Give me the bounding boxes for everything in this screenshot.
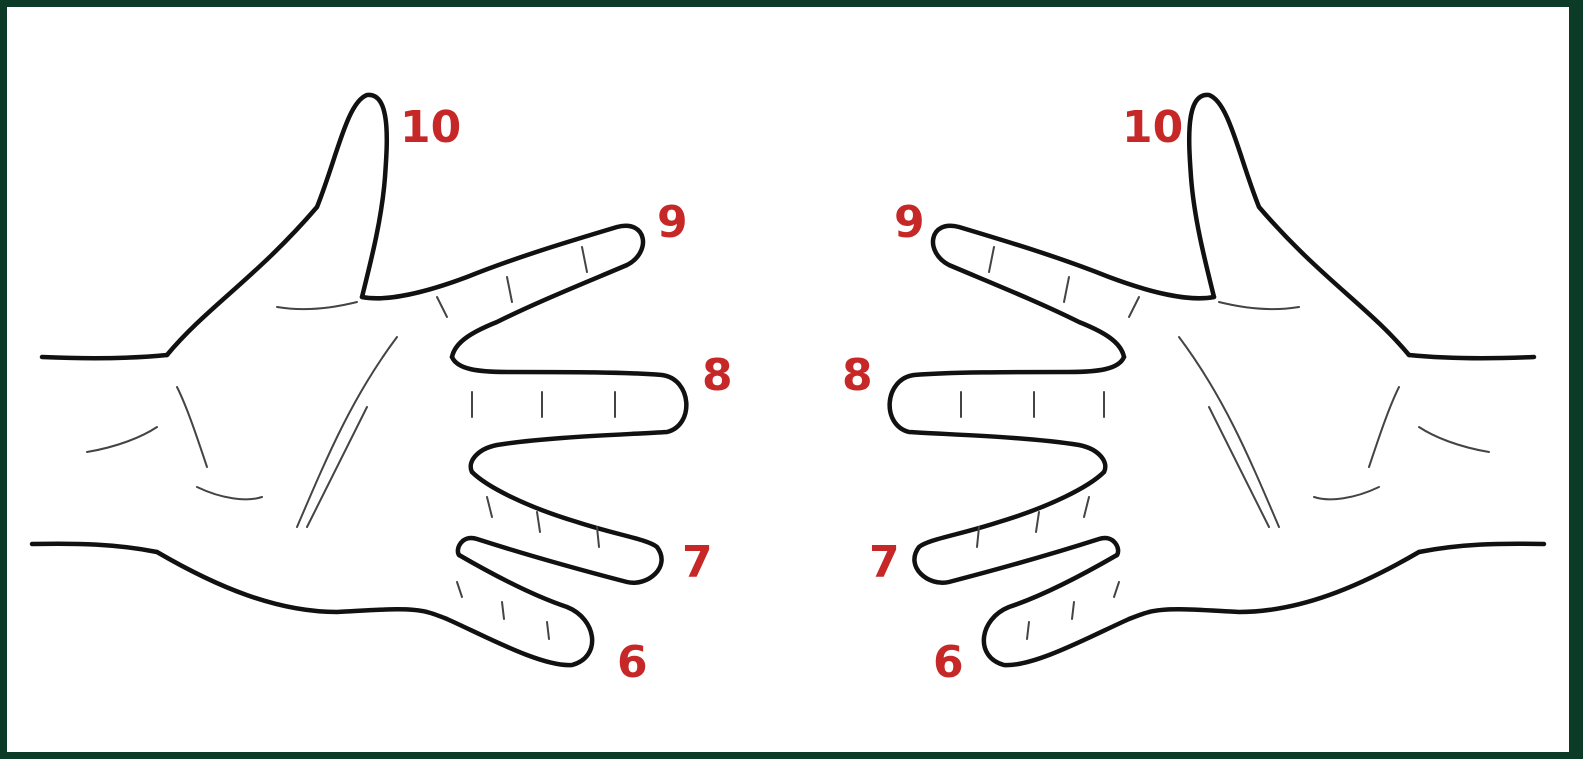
diagram-canvas: 10 9 8 7 6 10 9 8 7 6 xyxy=(7,7,1569,752)
right-label-7: 7 xyxy=(869,537,900,588)
right-label-10: 10 xyxy=(1122,102,1183,153)
right-label-8: 8 xyxy=(842,350,873,401)
right-label-9: 9 xyxy=(894,197,925,248)
left-label-10: 10 xyxy=(400,102,461,153)
left-label-7: 7 xyxy=(682,537,713,588)
hands-diagram: 10 9 8 7 6 10 9 8 7 6 xyxy=(7,7,1569,752)
right-label-6: 6 xyxy=(933,637,964,688)
right-hand: 10 9 8 7 6 xyxy=(842,95,1544,688)
left-hand: 10 9 8 7 6 xyxy=(32,95,733,688)
left-label-9: 9 xyxy=(657,197,688,248)
left-label-6: 6 xyxy=(617,637,648,688)
left-label-8: 8 xyxy=(702,350,733,401)
